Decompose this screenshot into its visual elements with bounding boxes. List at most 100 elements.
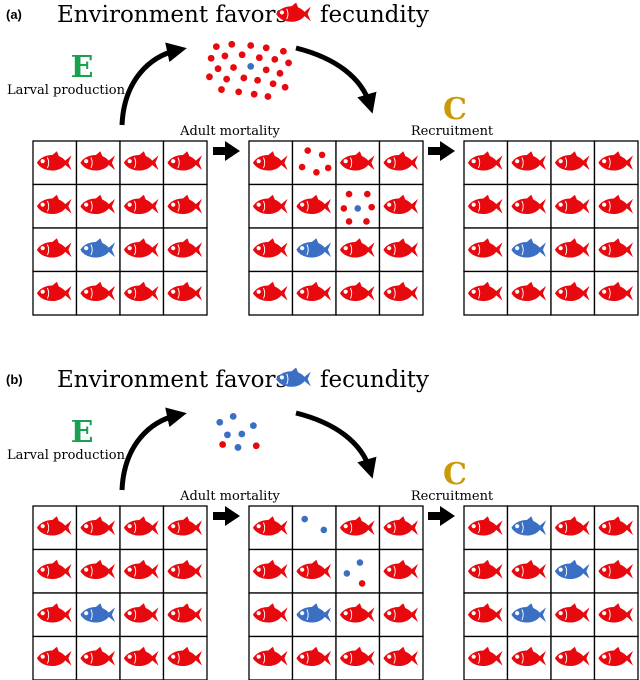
grid-cell (506, 227, 552, 273)
grid-cell (335, 635, 381, 680)
grid-cell (162, 505, 208, 551)
grid-cell (119, 592, 165, 638)
grid-cell (506, 270, 552, 316)
red-fish-icon (252, 281, 288, 302)
grid-cell (75, 140, 121, 186)
blue-fish-icon (296, 603, 332, 623)
red-larva-dot (269, 80, 277, 88)
grid-cell (335, 270, 381, 316)
red-fish-icon (598, 516, 634, 536)
red-fish-icon (554, 516, 590, 536)
grid-cell (550, 140, 596, 186)
red-larva-dot (304, 147, 312, 154)
red-fish-icon (554, 646, 590, 667)
grid-cell (335, 227, 381, 273)
red-fish-icon (339, 646, 375, 667)
red-fish-icon (296, 194, 332, 215)
arrow-to-mortality (213, 506, 240, 526)
red-fish-icon (511, 281, 547, 302)
arrow-to-recruitment (428, 506, 455, 526)
red-larva-dot (298, 163, 306, 171)
blue-fish-icon (80, 603, 116, 623)
blue-larva-dot (354, 205, 362, 212)
grid-cell (593, 505, 639, 551)
competition-letter: C (443, 92, 467, 127)
red-fish-icon (598, 151, 634, 171)
grid-cell (378, 592, 424, 638)
blue-fish-icon (80, 238, 116, 258)
red-fish-icon (554, 281, 590, 302)
red-fish-icon (339, 151, 375, 171)
red-fish-icon (80, 559, 116, 580)
red-fish-icon (252, 516, 288, 536)
red-larva-dot (219, 441, 227, 448)
larval-production-label: Larval production (7, 448, 126, 463)
red-fish-icon (36, 603, 72, 623)
red-larva-dot (252, 442, 260, 450)
red-fish-icon (467, 151, 503, 171)
grid-cell (335, 505, 381, 551)
blue-larva-dot (247, 62, 255, 70)
grid-cell (248, 227, 294, 273)
grid-cell (291, 592, 337, 638)
red-fish-icon (167, 194, 203, 215)
red-larva-dot (345, 190, 353, 198)
grid-cell (550, 548, 596, 594)
red-fish-icon (598, 194, 634, 215)
grid-cell (248, 635, 294, 680)
panel-title-suffix: fecundity (320, 2, 429, 28)
red-fish-icon (511, 194, 547, 215)
adult-grid-initial (32, 140, 208, 316)
red-fish-icon (167, 559, 203, 580)
grid-cell (119, 635, 165, 680)
competition-letter: C (443, 457, 467, 492)
red-fish-icon (467, 603, 503, 623)
grid-cell (506, 592, 552, 638)
red-larva-dot (262, 66, 270, 74)
grid-cell (593, 227, 639, 273)
red-larva-dot (276, 69, 284, 77)
grid-cell (32, 270, 78, 316)
red-fish-icon (511, 559, 547, 580)
red-fish-icon (383, 194, 419, 215)
red-fish-icon (167, 516, 203, 536)
red-fish-icon (383, 238, 419, 258)
red-larva-dot (221, 52, 229, 60)
grid-cell (550, 592, 596, 638)
grid-cell (550, 635, 596, 680)
grid-cell (378, 270, 424, 316)
grid-cell (248, 270, 294, 316)
red-larva-dot (324, 164, 332, 172)
blue-fish-icon (511, 603, 547, 623)
blue-fish-icon (511, 238, 547, 258)
red-fish-icon (383, 646, 419, 667)
grid-cell (463, 183, 509, 229)
panel-title-prefix: Environment favors (57, 367, 287, 393)
grid-cell (162, 592, 208, 638)
grid-cell (119, 548, 165, 594)
blue-larva-dot (234, 444, 242, 451)
red-fish-icon (467, 559, 503, 580)
red-fish-icon (123, 238, 159, 258)
grid-cell (248, 505, 294, 551)
grid-cell (506, 548, 552, 594)
grid-cell (550, 270, 596, 316)
red-fish-icon (167, 603, 203, 623)
grid-cell (593, 183, 639, 229)
red-fish-icon (554, 194, 590, 215)
blue-larva-dot (224, 431, 231, 439)
blue-fish-icon (511, 516, 547, 536)
red-fish-icon (383, 151, 419, 171)
grid-cell (162, 548, 208, 594)
red-fish-icon (123, 559, 159, 580)
red-larva-dot (364, 190, 371, 198)
red-fish-icon (296, 559, 332, 580)
grid-cell (119, 270, 165, 316)
grid-cell (32, 140, 78, 186)
red-fish-icon (598, 559, 634, 580)
environment-letter: E (71, 50, 94, 85)
blue-larva-dot (320, 526, 328, 534)
red-fish-icon (598, 238, 634, 258)
